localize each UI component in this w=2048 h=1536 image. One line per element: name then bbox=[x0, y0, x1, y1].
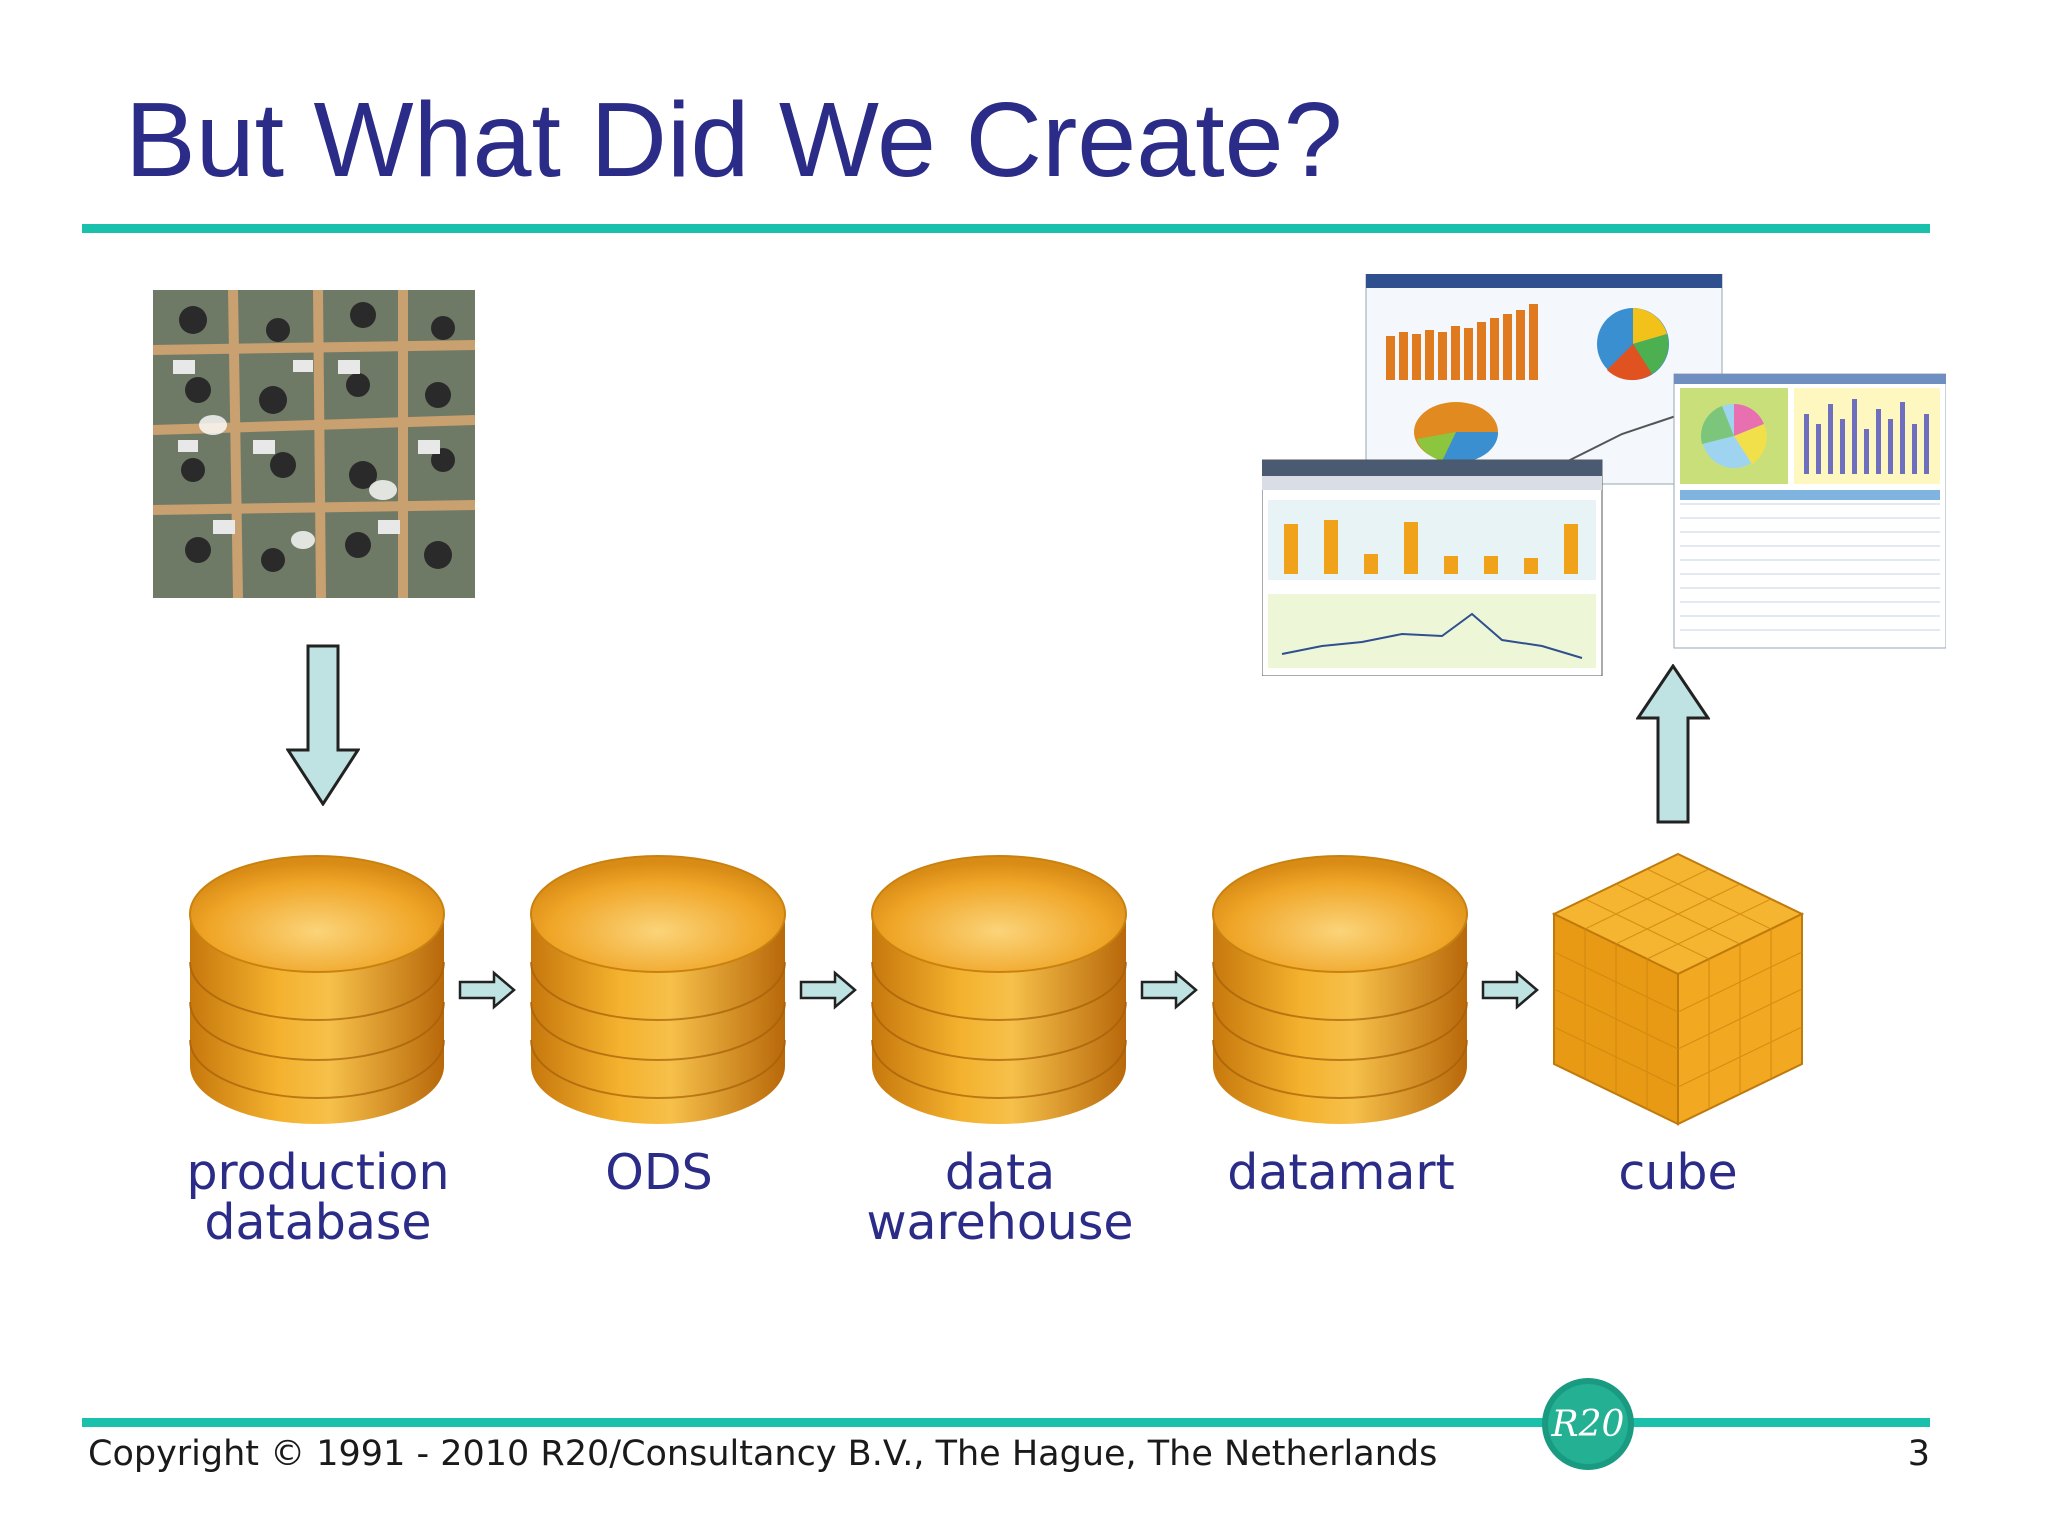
slide-title: But What Did We Create? bbox=[125, 81, 1343, 199]
stage-label-datamart: datamart bbox=[1227, 1144, 1455, 1201]
up-arrow-icon bbox=[1636, 664, 1710, 824]
stage-label-cube: cube bbox=[1618, 1144, 1738, 1201]
data-warehouse-cylinder-icon bbox=[871, 855, 1127, 1124]
down-arrow-icon bbox=[286, 644, 360, 806]
stage-label-production-database: production database bbox=[186, 1144, 450, 1251]
page-number: 3 bbox=[1907, 1434, 1930, 1474]
arrow-icon bbox=[1481, 970, 1539, 1010]
ods-cylinder-icon bbox=[530, 855, 786, 1124]
datamart-cylinder-icon bbox=[1212, 855, 1468, 1124]
title-divider bbox=[82, 224, 1930, 233]
stage-label-ods: ODS bbox=[605, 1144, 713, 1201]
cube-icon bbox=[1551, 852, 1805, 1126]
copyright-text: Copyright © 1991 - 2010 R20/Consultancy … bbox=[88, 1434, 1438, 1474]
arrow-icon bbox=[799, 970, 857, 1010]
footer-divider bbox=[82, 1418, 1930, 1427]
svg-text:R20: R20 bbox=[1551, 1404, 1625, 1445]
arrow-icon bbox=[458, 970, 516, 1010]
r20-logo: R20 bbox=[1542, 1378, 1634, 1470]
office-photo bbox=[153, 290, 475, 598]
stage-label-data-warehouse: data warehouse bbox=[866, 1144, 1134, 1251]
arrow-icon bbox=[1140, 970, 1198, 1010]
production-database-cylinder-icon bbox=[189, 855, 445, 1124]
dashboard-screenshots bbox=[1262, 274, 1946, 676]
